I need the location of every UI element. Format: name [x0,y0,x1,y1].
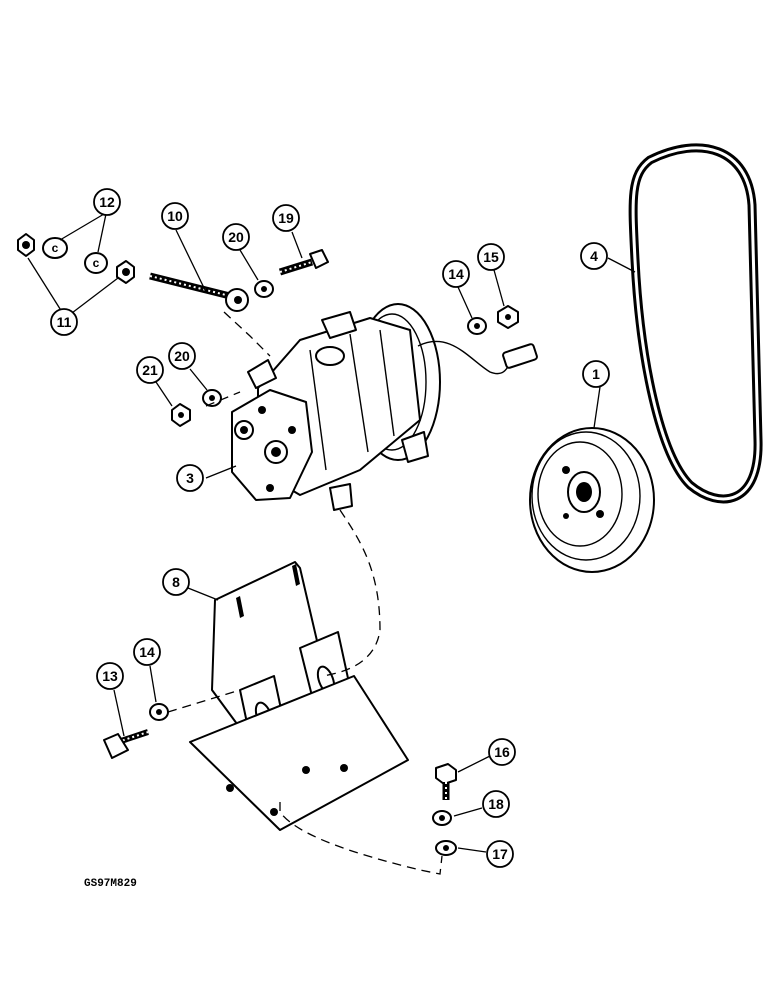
callout-label: 21 [142,362,158,378]
callout-14-upper: 14 [442,260,470,288]
washer-part-12-b: c [84,252,108,274]
nut-part-21 [171,403,191,427]
callout-label: 4 [590,248,598,264]
washer-part-14-upper [467,317,487,335]
callout-label: 11 [57,314,72,330]
callout-label: 12 [99,194,115,210]
bracket-part-8 [189,561,409,831]
compressor-part-3 [231,303,538,511]
callout-10: 10 [161,202,189,230]
callout-20-lower: 20 [168,342,196,370]
leader-lines [27,213,636,853]
pulley-part-1 [529,427,655,573]
callout-label: 10 [167,208,183,224]
assembly-lines [167,311,443,875]
callout-label: 20 [228,229,244,245]
washer-part-18 [432,810,452,826]
callout-15: 15 [477,243,505,271]
nut-part-11-right [116,260,135,284]
callout-17: 17 [486,840,514,868]
belt-part-4 [628,143,763,504]
callout-21: 21 [136,356,164,384]
callout-label: 20 [174,348,190,364]
washer-part-20-lower [202,389,222,407]
nut-part-11-left [17,233,35,257]
callout-11: 11 [50,308,78,336]
callout-label: 14 [448,266,464,282]
bolt-part-16 [435,763,457,800]
callout-3: 3 [176,464,204,492]
nut-part-17 [435,840,457,856]
callout-4: 4 [580,242,608,270]
callout-label: 18 [488,796,504,812]
stud-part-10 [149,272,249,312]
nut-part-15 [497,305,519,329]
figure-reference-code: GS97M829 [84,878,137,890]
callout-1: 1 [582,360,610,388]
callout-label: 17 [492,846,508,862]
callout-label: 8 [172,574,180,590]
callout-19: 19 [272,204,300,232]
callout-16: 16 [488,738,516,766]
callout-20-upper: 20 [222,223,250,251]
callout-label: 1 [592,366,600,382]
callout-label: 19 [278,210,294,226]
callout-label: 14 [139,644,155,660]
bolt-part-13 [103,729,149,759]
callout-14-lower: 14 [133,638,161,666]
callout-8: 8 [162,568,190,596]
bolt-part-19 [278,249,329,276]
callout-18: 18 [482,790,510,818]
svg-text:c: c [93,256,100,270]
callout-label: 15 [483,249,499,265]
callout-13: 13 [96,662,124,690]
svg-text:c: c [52,241,59,255]
washer-part-20-upper [254,280,274,298]
callout-label: 3 [186,470,194,486]
callout-12: 12 [93,188,121,216]
washer-part-12-a: c [42,237,68,259]
callout-label: 13 [102,668,118,684]
washer-part-14-lower [149,703,169,721]
callout-label: 16 [494,744,510,760]
